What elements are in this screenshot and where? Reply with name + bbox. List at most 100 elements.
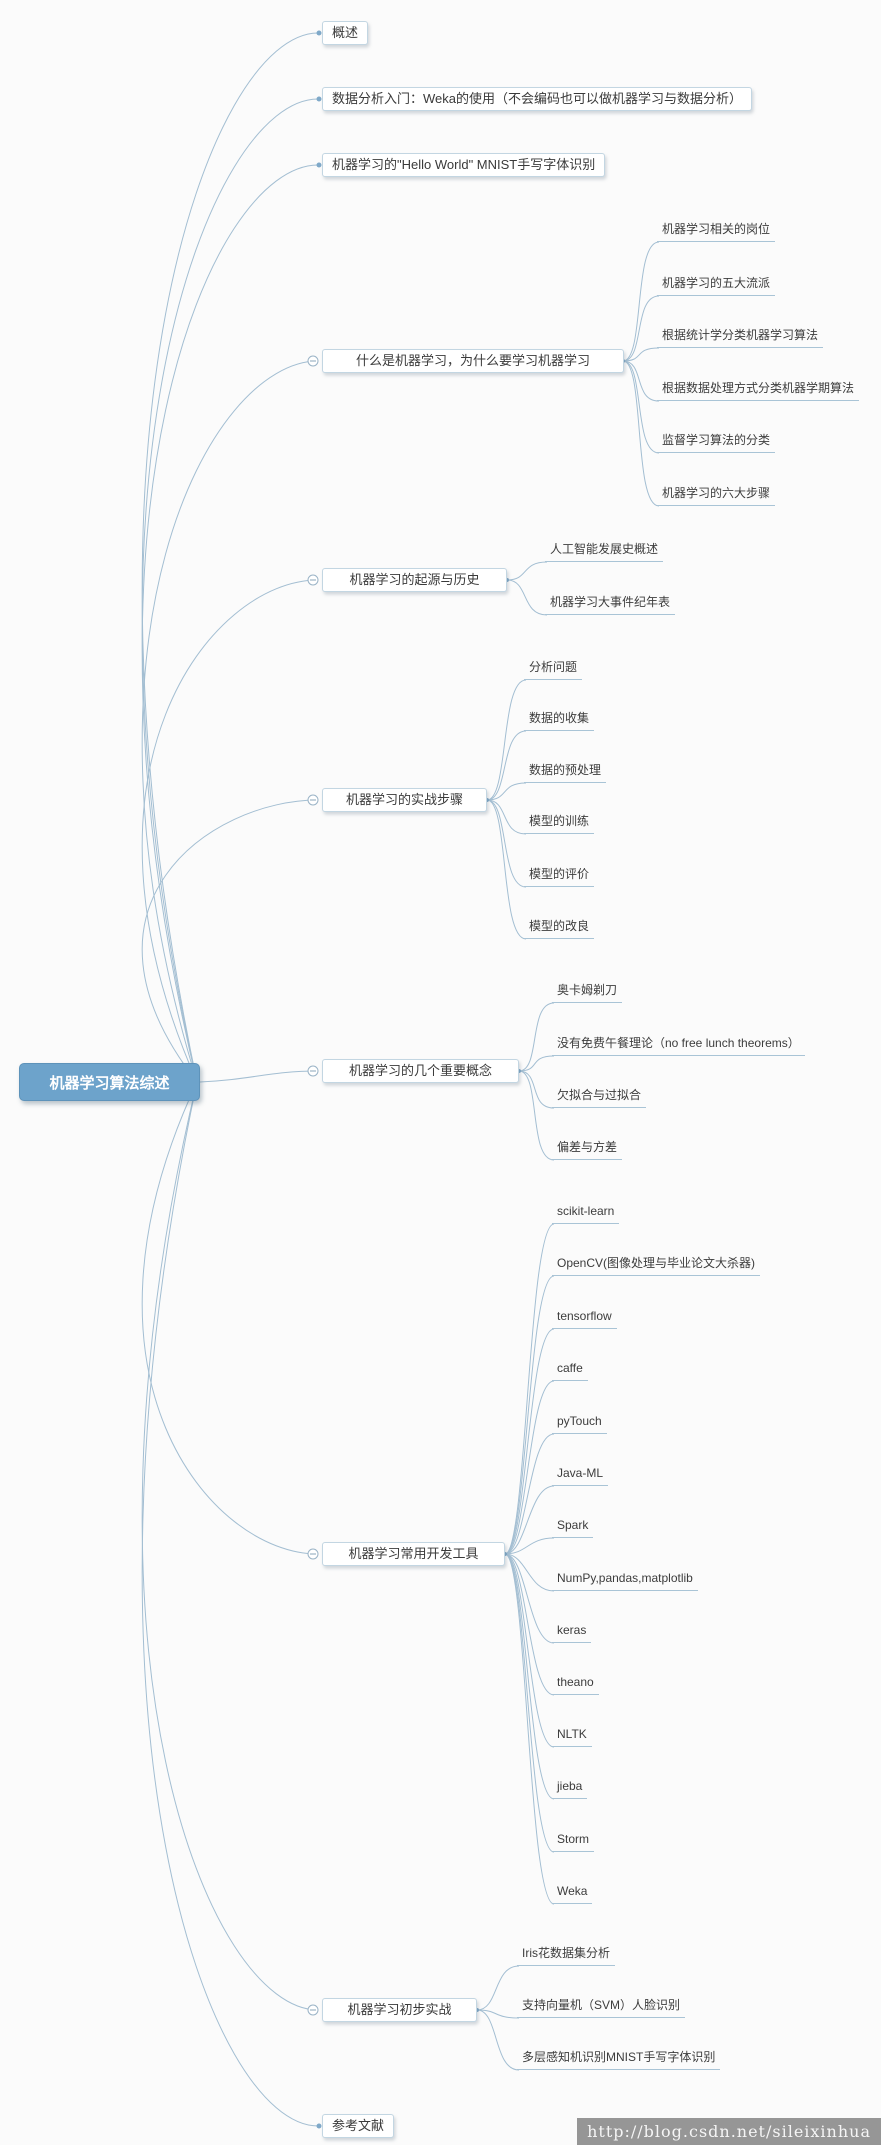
branch-leaf-connectors-dev-tools [504,1223,555,1905]
collapse-toggle[interactable] [307,794,319,806]
leaf-label: 欠拟合与过拟合 [557,1088,642,1102]
leaf-node[interactable]: pyTouch [552,1412,607,1434]
leaf-node[interactable]: OpenCV(图像处理与毕业论文大杀器) [552,1254,761,1276]
collapse-toggle[interactable] [307,355,319,367]
leaf-node[interactable]: Spark [552,1516,594,1538]
leaf-node[interactable]: scikit-learn [552,1202,620,1224]
leaf-node[interactable]: 根据统计学分类机器学习算法 [657,326,824,348]
leaf-node[interactable]: 数据的收集 [524,709,595,731]
leaf-label: 机器学习相关的岗位 [662,222,771,236]
leaf-label: NLTK [557,1727,587,1741]
leaf-node[interactable]: 根据数据处理方式分类机器学期算法 [657,379,860,401]
leaf-label: pyTouch [557,1414,602,1428]
leaf-node[interactable]: 机器学习的六大步骤 [657,484,776,506]
node-key-concepts[interactable]: 机器学习的几个重要概念 [322,1059,519,1083]
leaf-label: 支持向量机（SVM）人脸识别 [522,1998,681,2012]
root-node[interactable]: 机器学习算法综述 [19,1063,200,1101]
leaf-label: 偏差与方差 [557,1140,618,1154]
leaf-node[interactable]: NLTK [552,1725,592,1747]
collapse-toggle[interactable] [307,2004,319,2016]
node-first-practice[interactable]: 机器学习初步实战 [322,1998,477,2022]
leaf-label: 模型的训练 [529,814,590,828]
node-label: 机器学习的几个重要概念 [348,1063,492,1078]
leaf-node[interactable]: Storm [552,1830,595,1852]
leaf-node[interactable]: 多层感知机识别MNIST手写字体识别 [517,2048,721,2070]
node-label: 机器学习的"Hello World" MNIST手写字体识别 [332,157,596,172]
node-weka-intro[interactable]: 数据分析入门：Weka的使用（不会编码也可以做机器学习与数据分析） [322,87,752,111]
leaf-node[interactable]: Java-ML [552,1464,609,1486]
leaf-label: Java-ML [557,1466,604,1480]
leaf-node[interactable]: 偏差与方差 [552,1138,623,1160]
leaf-node[interactable]: 模型的改良 [524,917,595,939]
root-node-label: 机器学习算法综述 [49,1074,170,1092]
node-label: 机器学习常用开发工具 [348,1546,479,1561]
leaf-label: 多层感知机识别MNIST手写字体识别 [522,2050,716,2064]
branch-leaf-connectors-key-concepts [518,1002,555,1161]
leaf-node[interactable]: 监督学习算法的分类 [657,431,776,453]
branch-leaf-connectors-first-practice [476,1965,520,2071]
leaf-label: 数据的预处理 [529,763,602,777]
node-practice-steps[interactable]: 机器学习的实战步骤 [322,788,487,812]
leaf-label: caffe [557,1361,583,1375]
leaf-node[interactable]: Iris花数据集分析 [517,1944,615,1966]
leaf-node[interactable]: 支持向量机（SVM）人脸识别 [517,1996,686,2018]
leaf-label: 监督学习算法的分类 [662,433,771,447]
node-dev-tools[interactable]: 机器学习常用开发工具 [322,1542,505,1566]
node-label: 数据分析入门：Weka的使用（不会编码也可以做机器学习与数据分析） [332,91,742,106]
leaf-node[interactable]: theano [552,1673,599,1695]
leaf-label: Spark [557,1518,589,1532]
leaf-node[interactable]: 机器学习的五大流派 [657,274,776,296]
collapse-toggle[interactable] [307,574,319,586]
node-what-is-ml[interactable]: 什么是机器学习，为什么要学习机器学习 [322,349,624,373]
leaf-node[interactable]: caffe [552,1359,588,1381]
node-label: 机器学习的起源与历史 [349,572,480,587]
node-overview[interactable]: 概述 [322,21,369,45]
leaf-label: 机器学习大事件纪年表 [550,595,671,609]
leaf-node[interactable]: 分析问题 [524,658,583,680]
leaf-label: 模型的评价 [529,867,590,881]
node-label: 机器学习的实战步骤 [345,792,463,807]
leaf-node[interactable]: 没有免费午餐理论（no free lunch theorems） [552,1034,805,1056]
leaf-node[interactable]: NumPy,pandas,matplotlib [552,1569,698,1591]
node-label: 机器学习初步实战 [347,2002,452,2017]
leaf-label: tensorflow [557,1309,612,1323]
watermark: http://blog.csdn.net/sileixinhua [577,2118,881,2145]
node-references[interactable]: 参考文献 [322,2114,395,2138]
branch-leaf-connectors-practice-steps [486,679,527,940]
leaf-label: Iris花数据集分析 [522,1946,610,1960]
leaf-label: 数据的收集 [529,711,590,725]
leaf-node[interactable]: 数据的预处理 [524,761,607,783]
leaf-node[interactable]: 奥卡姆剃刀 [552,981,623,1003]
leaf-node[interactable]: 欠拟合与过拟合 [552,1086,647,1108]
leaf-label: Weka [557,1884,588,1898]
leaf-label: Storm [557,1832,590,1846]
root-branch-connectors [141,32,319,2127]
leaf-node[interactable]: 机器学习大事件纪年表 [545,593,676,615]
leaf-node[interactable]: Weka [552,1882,593,1904]
leaf-label: 机器学习的五大流派 [662,276,771,290]
node-hello-world-mnist[interactable]: 机器学习的"Hello World" MNIST手写字体识别 [322,153,606,177]
leaf-label: 分析问题 [529,660,578,674]
node-label: 概述 [332,25,359,40]
leaf-label: keras [557,1623,587,1637]
leaf-label: NumPy,pandas,matplotlib [557,1571,693,1585]
leaf-node[interactable]: jieba [552,1777,588,1799]
leaf-label: 机器学习的六大步骤 [662,486,771,500]
leaf-label: 人工智能发展史概述 [550,542,659,556]
collapse-toggle[interactable] [307,1548,319,1560]
collapse-toggle[interactable] [307,1065,319,1077]
node-history[interactable]: 机器学习的起源与历史 [322,568,507,592]
branch-leaf-connectors-history [506,561,548,616]
leaf-node[interactable]: 模型的评价 [524,865,595,887]
leaf-node[interactable]: keras [552,1621,592,1643]
leaf-node[interactable]: 模型的训练 [524,812,595,834]
leaf-node[interactable]: 机器学习相关的岗位 [657,220,776,242]
node-label: 参考文献 [332,2118,385,2133]
leaf-node[interactable]: tensorflow [552,1307,617,1329]
leaf-label: scikit-learn [557,1204,615,1218]
leaf-label: 奥卡姆剃刀 [557,983,618,997]
node-label: 什么是机器学习，为什么要学习机器学习 [355,353,590,368]
leaf-node[interactable]: 人工智能发展史概述 [545,540,664,562]
